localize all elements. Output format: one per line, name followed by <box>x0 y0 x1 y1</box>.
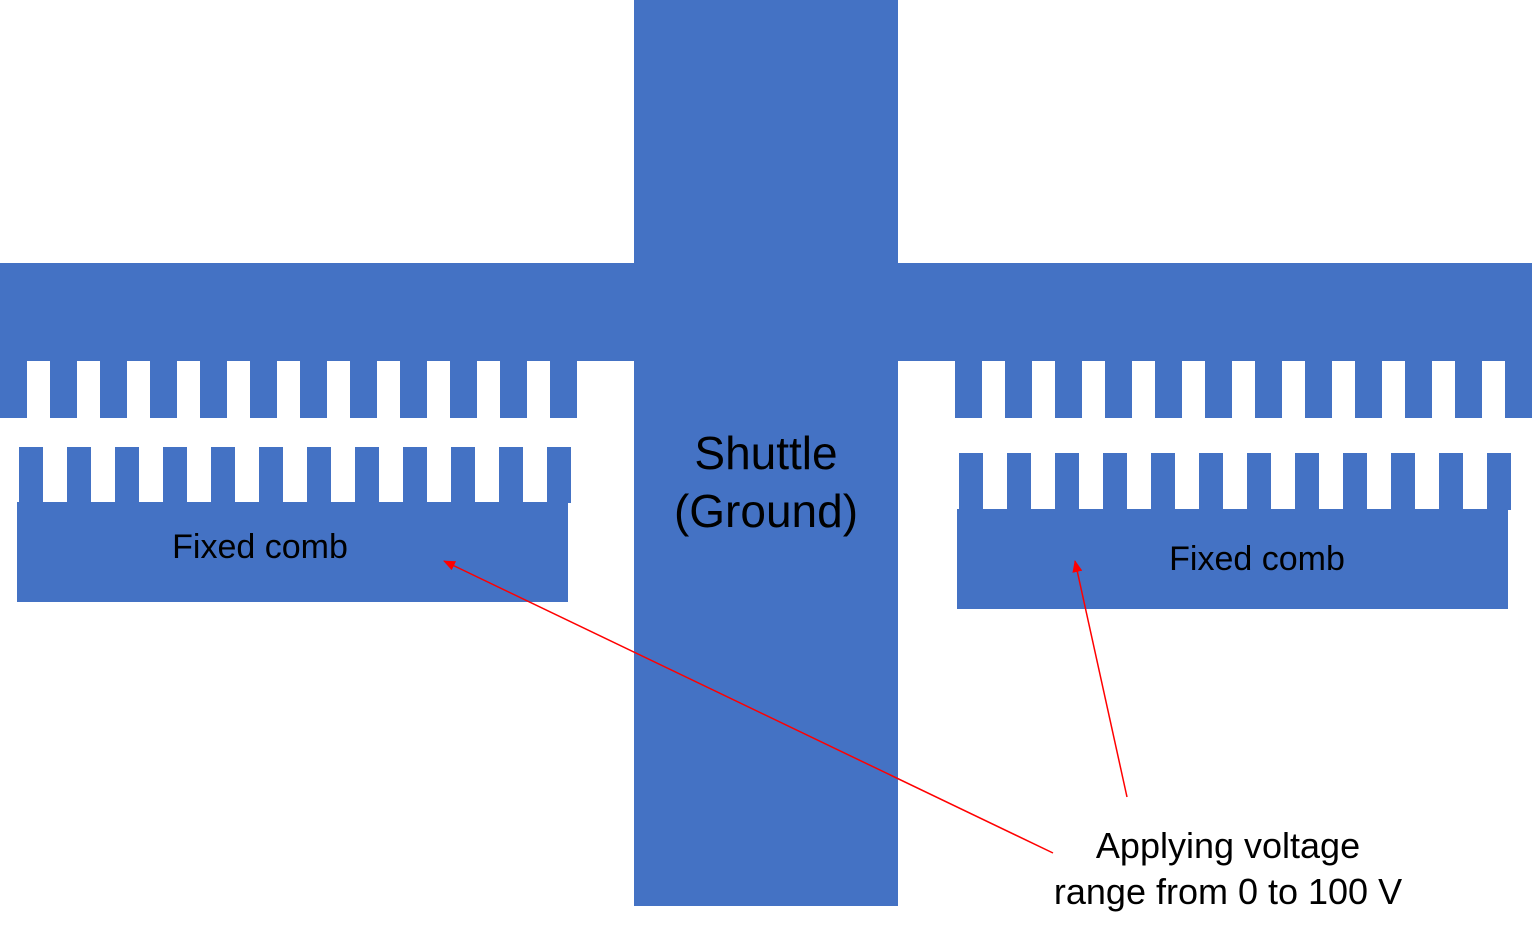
moving-finger-left <box>500 361 527 418</box>
fixed-finger-left <box>355 447 379 503</box>
fixed-finger-left <box>499 447 523 503</box>
voltage-label-line2: range from 0 to 100 V <box>1053 871 1403 912</box>
voltage-label: Applying voltage range from 0 to 100 V <box>1020 823 1436 915</box>
moving-finger-right <box>1455 361 1482 418</box>
fixed-finger-right <box>1055 453 1079 510</box>
moving-finger-right <box>1005 361 1032 418</box>
moving-finger-left <box>50 361 77 418</box>
shuttle-arm-right <box>898 263 1532 361</box>
fixed-comb-right-label: Fixed comb <box>1169 540 1345 578</box>
fixed-finger-left <box>163 447 187 503</box>
moving-finger-left <box>450 361 477 418</box>
fixed-finger-right <box>1439 453 1463 510</box>
voltage-label-line1: Applying voltage <box>1095 825 1361 866</box>
moving-finger-left <box>350 361 377 418</box>
shuttle-label-line1: Shuttle <box>694 427 838 479</box>
moving-finger-right <box>955 361 982 418</box>
moving-finger-right <box>1355 361 1382 418</box>
fixed-comb-left-label: Fixed comb <box>172 528 348 566</box>
moving-finger-right <box>1505 361 1532 418</box>
moving-finger-left <box>100 361 127 418</box>
moving-finger-left <box>400 361 427 418</box>
moving-finger-right <box>1205 361 1232 418</box>
fixed-finger-right <box>1151 453 1175 510</box>
moving-finger-left <box>200 361 227 418</box>
moving-finger-right <box>1055 361 1082 418</box>
fixed-finger-right <box>1343 453 1367 510</box>
fixed-finger-right <box>1007 453 1031 510</box>
fixed-finger-left <box>19 447 43 503</box>
moving-finger-right <box>1105 361 1132 418</box>
moving-finger-left <box>0 361 27 418</box>
fixed-finger-left <box>451 447 475 503</box>
fixed-finger-right <box>1487 453 1511 510</box>
moving-finger-left <box>250 361 277 418</box>
fixed-finger-right <box>959 453 983 510</box>
moving-finger-right <box>1155 361 1182 418</box>
fixed-finger-left <box>307 447 331 503</box>
fixed-finger-right <box>1247 453 1271 510</box>
moving-finger-right <box>1255 361 1282 418</box>
fixed-finger-right <box>1199 453 1223 510</box>
moving-finger-right <box>1305 361 1332 418</box>
moving-finger-left <box>550 361 577 418</box>
shuttle-label-line2: (Ground) <box>673 485 859 537</box>
moving-finger-left <box>150 361 177 418</box>
fixed-finger-right <box>1391 453 1415 510</box>
fixed-finger-right <box>1295 453 1319 510</box>
fixed-finger-left <box>259 447 283 503</box>
shuttle-arm-left <box>0 263 634 361</box>
fixed-finger-left <box>67 447 91 503</box>
shuttle-label: Shuttle (Ground) <box>634 424 898 540</box>
moving-finger-right <box>1405 361 1432 418</box>
fixed-finger-left <box>403 447 427 503</box>
fixed-finger-left <box>115 447 139 503</box>
fixed-finger-right <box>1103 453 1127 510</box>
fixed-finger-left <box>547 447 571 503</box>
moving-finger-left <box>300 361 327 418</box>
fixed-finger-left <box>211 447 235 503</box>
